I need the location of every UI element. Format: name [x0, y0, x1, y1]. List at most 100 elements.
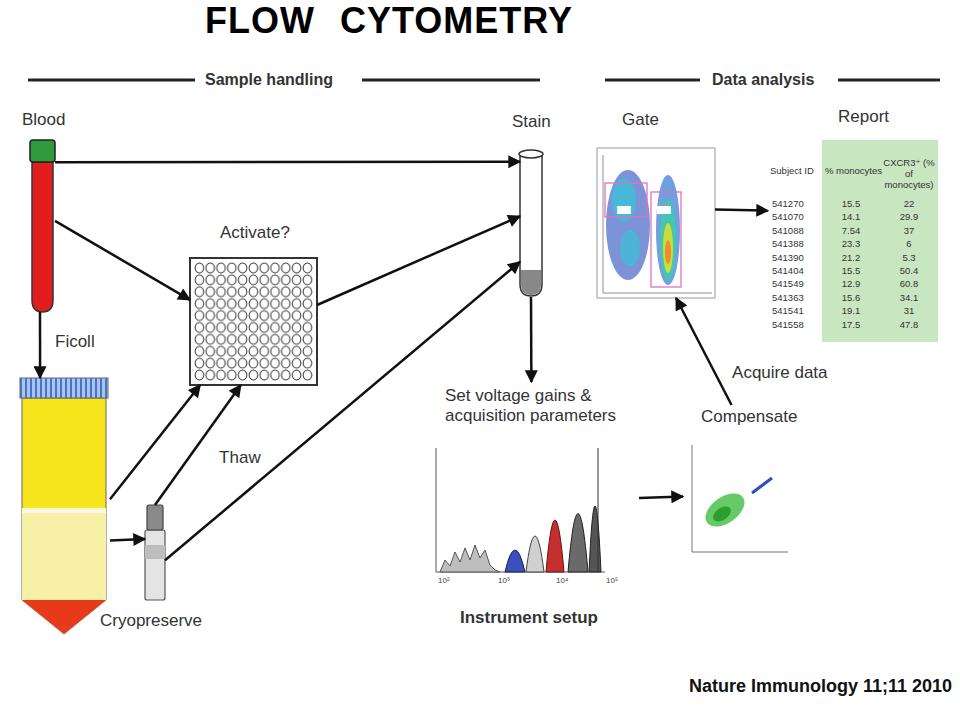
table-cell: 541541 [772, 306, 804, 317]
illustration-part [22, 398, 106, 634]
blood-tube-node: Blood [30, 140, 55, 312]
table-cell: 37 [882, 226, 936, 237]
well-plate [190, 258, 317, 385]
step-label: Blood [22, 110, 65, 130]
table-cell: 19.1 [826, 306, 876, 317]
stain-tube-node: Stain [520, 150, 542, 297]
step-label: Cryopreserve [100, 611, 202, 631]
ficoll-tube-node: Ficoll [18, 378, 110, 636]
illustration-part [568, 514, 588, 573]
illustration-part [606, 170, 650, 280]
arrow-connector [55, 221, 190, 300]
axis-tick: 10³ [498, 576, 510, 585]
step-label: Ficoll [55, 332, 95, 352]
illustration-part [605, 183, 647, 217]
arrow-connector [110, 385, 200, 499]
edge-label: Acquire data [729, 363, 830, 383]
step-label: Report [838, 107, 889, 127]
axis-tick: 10⁴ [556, 576, 568, 585]
illustration-part [822, 140, 938, 342]
table-cell: 60.8 [882, 279, 936, 290]
illustration-part [617, 206, 631, 214]
illustration-part [22, 512, 106, 634]
arrow-connector [715, 210, 768, 211]
illustration-part [32, 162, 53, 312]
table-cell: 6 [882, 239, 936, 250]
table-cell: 541390 [772, 253, 804, 264]
plate-node: Activate? [190, 258, 317, 385]
illustration-part [589, 506, 601, 572]
stain-tube [519, 150, 543, 296]
table-cell: 541558 [772, 320, 804, 331]
table-cell: 15.5 [826, 266, 876, 277]
arrow-connector [39, 312, 42, 378]
gate-plot-node: Gate [597, 148, 715, 298]
table-cell: 541404 [772, 266, 804, 277]
cryo-vial [145, 505, 165, 600]
arrow-connector [676, 298, 731, 405]
illustration-part [147, 505, 163, 530]
table-cell: 23.3 [826, 239, 876, 250]
illustration-part [657, 206, 671, 214]
illustration-part [612, 178, 636, 222]
axis-tick: 10⁵ [606, 576, 618, 585]
ficoll-tube [20, 378, 108, 634]
table-cell: 21.2 [826, 253, 876, 264]
arrow-connector [155, 385, 241, 505]
table-cell: 50.4 [882, 266, 936, 277]
step-label: Compensate [701, 407, 797, 427]
illustration-part [519, 150, 543, 158]
report-table [822, 140, 938, 342]
arrow-connector [530, 297, 533, 382]
table-header: Subject ID [770, 166, 814, 177]
table-header: % monocytes [825, 166, 877, 177]
illustration-part [190, 258, 317, 385]
arrow-connector [55, 161, 520, 164]
illustration-part [597, 148, 715, 298]
table-cell: 31 [882, 306, 936, 317]
illustration-part [663, 223, 673, 273]
illustration-part [436, 448, 437, 572]
section-header: Data analysis [712, 71, 814, 89]
illustration-part [665, 240, 671, 264]
arrow-connector [639, 496, 683, 498]
table-cell: 12.9 [826, 279, 876, 290]
illustration-part [651, 192, 681, 287]
illustration-part [145, 545, 165, 559]
step-label: Stain [512, 112, 551, 132]
gate-plot [597, 148, 715, 298]
section-header: Sample handling [205, 71, 333, 89]
table-header: CXCR3⁺ (% of monocytes) [880, 158, 938, 191]
illustration-part [521, 270, 541, 295]
illustration-part [440, 545, 500, 572]
illustration-part [546, 520, 564, 572]
table-cell: 15.6 [826, 293, 876, 304]
title: FLOW CYTOMETRY [205, 0, 573, 42]
step-label: Activate? [220, 223, 290, 243]
illustration-part [710, 503, 733, 524]
table-cell: 541088 [772, 226, 804, 237]
illustration-part [526, 536, 544, 572]
table-cell: 5.3 [882, 253, 936, 264]
illustration-part [605, 79, 700, 82]
compensate-node: Compensate [683, 405, 801, 560]
axis-tick: 10² [438, 576, 450, 585]
illustration-part [692, 445, 693, 552]
table-cell: 7.54 [826, 226, 876, 237]
step-caption: Instrument setup [460, 608, 598, 628]
step-label: Set voltage gains & acquisition paramete… [445, 386, 635, 427]
arrow-connector [317, 216, 520, 305]
illustration-part [362, 79, 540, 82]
table-cell: 34.1 [882, 293, 936, 304]
illustration-part [603, 155, 604, 293]
table-cell: 22 [882, 199, 936, 210]
edge-label: Thaw [216, 448, 264, 468]
illustration-part [22, 600, 106, 634]
illustration-part [505, 550, 525, 572]
table-cell: 541363 [772, 293, 804, 304]
table-cell: 29.9 [882, 212, 936, 223]
